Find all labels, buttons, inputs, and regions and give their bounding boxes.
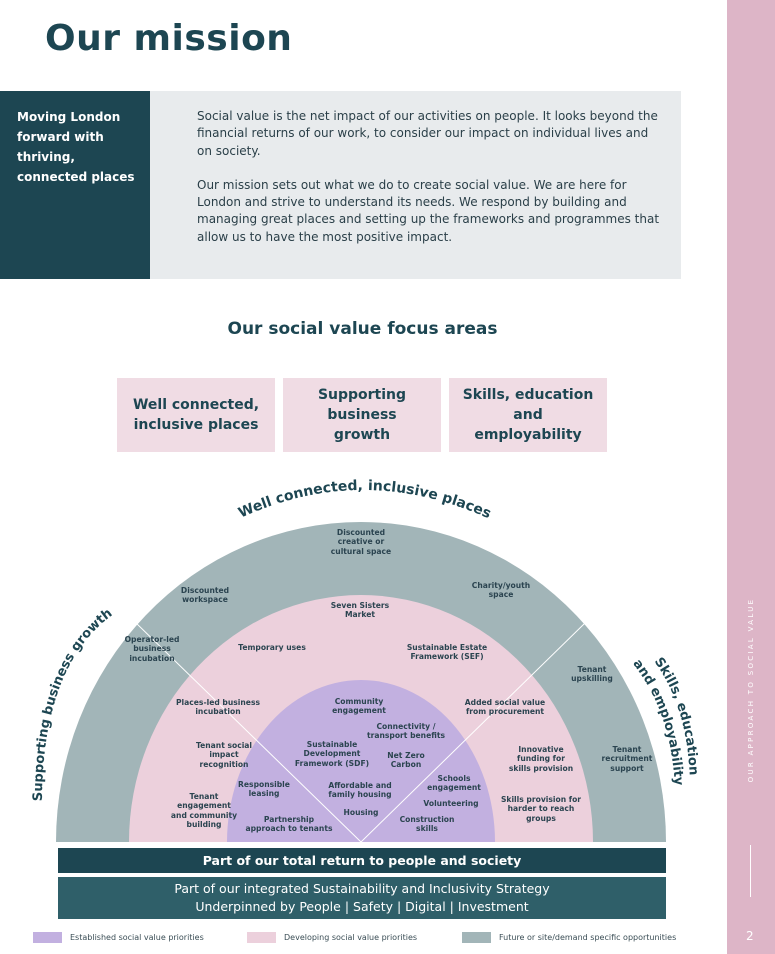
strategy-banner: Part of our integrated Sustainability an… [58,877,666,919]
inner-item: Community engagement [332,697,386,716]
middle-item: Added social value from procurement [464,698,546,717]
page-number: 2 [746,929,754,943]
inner-item: Partnership approach to tenants [245,815,333,834]
middle-item: Tenant social impact recognition [195,741,253,769]
legend-swatch [462,932,491,943]
legend-label: Future or site/demand specific opportuni… [499,933,677,942]
social-value-wheel: Well connected, inclusive places Support… [31,478,701,842]
intro-paragraph: Social value is the net impact of our ac… [197,109,658,158]
inner-item: Schools engagement [427,774,481,793]
section-label: OUR APPROACH TO SOCIAL VALUE [747,597,755,783]
middle-item: Tenant engagement and community building [170,792,238,829]
page-title: Our mission [45,18,293,59]
legend-item: Future or site/demand specific opportuni… [462,932,676,943]
focus-areas-heading: Our social value focus areas [227,319,498,339]
outer-item: Tenant upskilling [571,665,613,684]
focus-card: Well connected, inclusive places [117,378,275,452]
middle-item: Temporary uses [238,643,306,652]
tagline-box: Moving London forward with thriving, con… [0,91,150,279]
inner-item: Construction skills [399,815,455,834]
legend-item: Developing social value priorities [247,932,417,943]
legend-swatch [247,932,276,943]
strategy-line: Underpinned by People | Safety | Digital… [195,899,529,914]
side-band [727,0,775,954]
divider-line [360,580,629,842]
intro-paragraph: Our mission sets out what we do to creat… [197,177,660,244]
legend-label: Developing social value priorities [284,933,418,942]
focus-card: Skills, education and employability [449,378,607,452]
inner-item: Volunteering [423,799,479,808]
middle-item: Sustainable Estate Framework (SEF) [406,643,488,662]
legend-item: Established social value priorities [33,932,204,943]
total-return-banner: Part of our total return to people and s… [58,848,666,873]
outer-item: Charity/youth space [471,581,531,600]
strategy-line: Part of our integrated Sustainability an… [174,881,550,896]
outer-item: Tenant recruitment support [601,745,653,773]
divider-line [96,584,362,842]
outer-item: Discounted creative or cultural space [330,528,392,556]
inner-ring [227,680,495,842]
inner-item: Affordable and family housing [328,781,392,800]
divider [750,845,751,897]
middle-item: Innovative funding for skills provision [508,745,574,773]
legend-label: Established social value priorities [70,933,204,942]
middle-item: Places-led business incubation [175,698,260,717]
inner-item: Net Zero Carbon [387,751,425,770]
inner-item: Sustainable Development Framework (SDF) [294,740,370,768]
inner-item: Responsible leasing [238,780,290,799]
middle-item: Skills provision for harder to reach gro… [500,795,582,823]
inner-item: Connectivity / transport benefits [366,722,446,741]
outer-item: Discounted workspace [180,586,230,605]
outer-item: Operator-led business incubation [124,635,180,663]
arc-label-top: Well connected, inclusive places [236,478,493,522]
legend-swatch [33,932,62,943]
focus-card: Supporting business growth [283,378,441,452]
intro-box: Social value is the net impact of our ac… [150,91,681,279]
inner-item: Housing [343,808,379,817]
middle-item: Seven Sisters Market [330,601,390,620]
